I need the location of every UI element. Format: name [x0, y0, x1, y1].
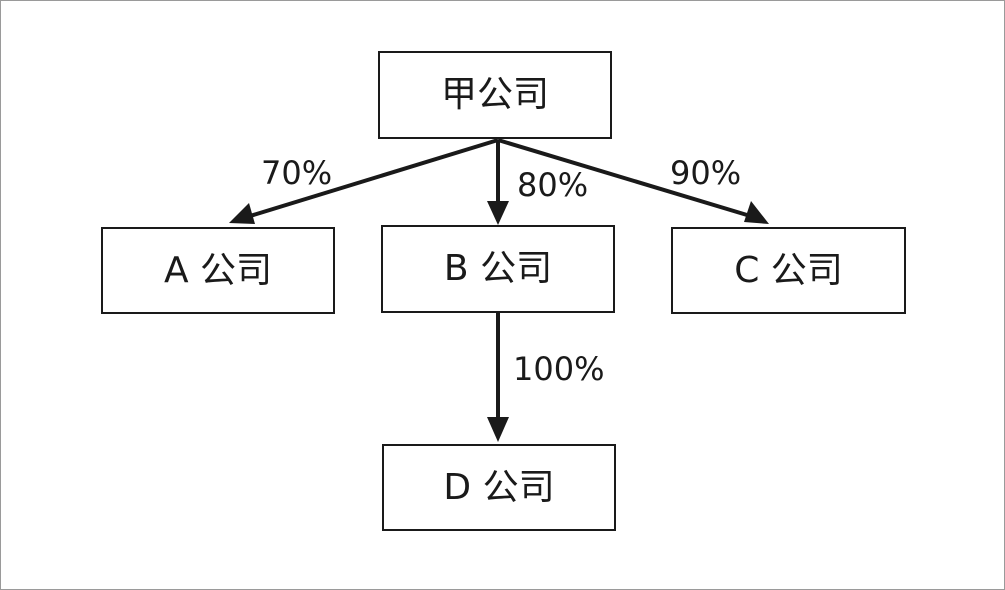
arrowhead-to-b [487, 201, 509, 225]
node-company-b: B 公司 [381, 225, 615, 313]
percent-label-b: 80% [517, 166, 589, 204]
percent-label-d: 100% [513, 350, 605, 388]
node-parent-company: 甲公司 [378, 51, 612, 139]
percent-label-c: 90% [670, 154, 742, 192]
node-company-d: D 公司 [382, 444, 616, 531]
arrowhead-to-d [487, 417, 509, 442]
percent-label-a: 70% [261, 154, 333, 192]
node-company-a: A 公司 [101, 227, 335, 314]
edge-parent-to-c [497, 138, 758, 220]
node-company-c: C 公司 [671, 227, 906, 314]
edge-parent-to-a [236, 138, 499, 222]
arrowhead-to-c [744, 201, 769, 224]
arrowhead-to-a [229, 203, 255, 224]
